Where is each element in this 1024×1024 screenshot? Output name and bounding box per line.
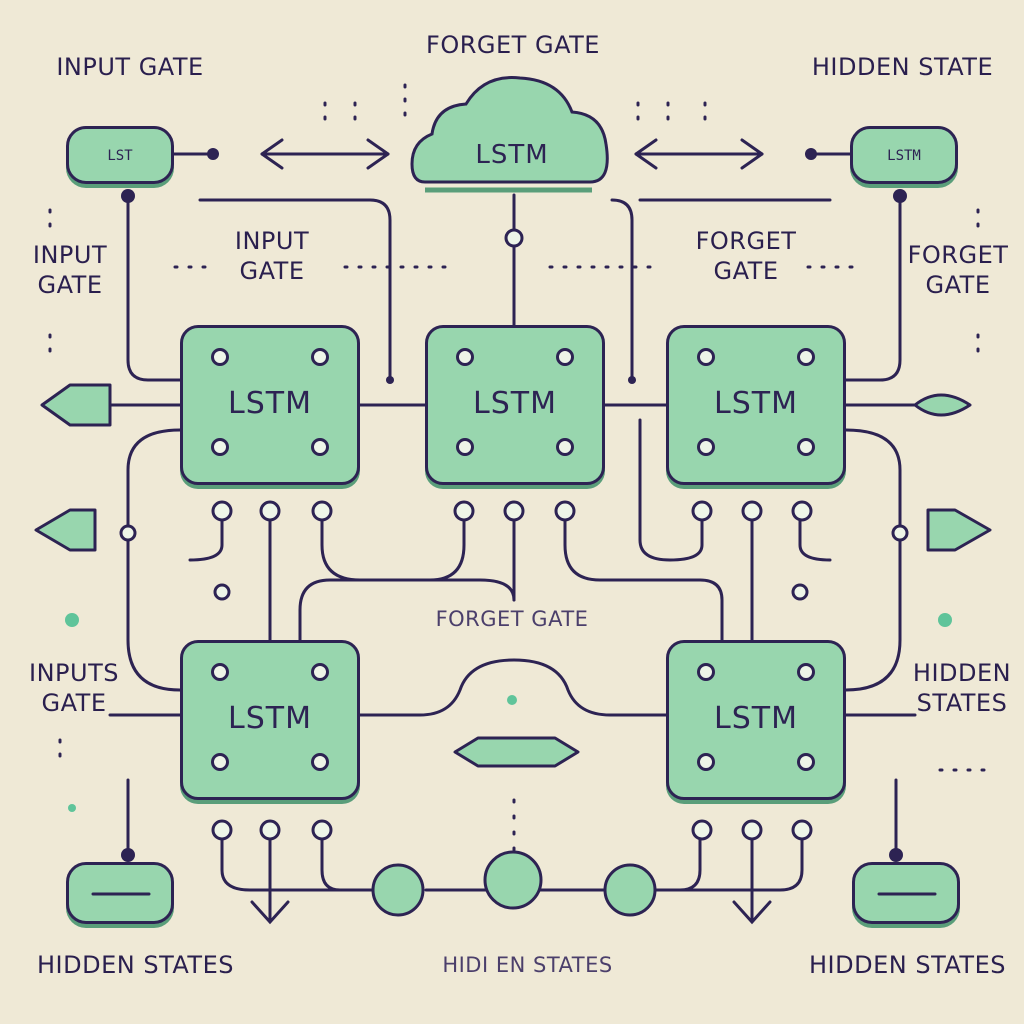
label-input-gate-inner: INPUT GATE — [234, 227, 310, 285]
port-icon — [311, 663, 329, 681]
port-icon — [556, 438, 574, 456]
port-icon — [697, 438, 715, 456]
lstm-cell-bottom-left: LSTM — [180, 640, 360, 800]
label-forget-gate-middle: FORGET GATE — [435, 607, 589, 631]
port-icon — [797, 438, 815, 456]
port-icon — [211, 663, 229, 681]
port-icon — [797, 663, 815, 681]
pill-top-left: LST — [66, 126, 174, 184]
lstm-cell-label: LSTM — [714, 701, 798, 736]
port-icon — [311, 348, 329, 366]
label-inputs-gate-left: INPUTS GATE — [29, 659, 119, 717]
label-forget-gate-top: FORGET GATE — [426, 31, 600, 59]
port-icon — [556, 348, 574, 366]
port-icon — [697, 753, 715, 771]
cloud-shape — [410, 76, 609, 184]
label-forget-gate-inner: FORGET GATE — [695, 227, 797, 285]
lstm-cell-top-left: LSTM — [180, 325, 360, 485]
cloud-label: LSTM — [475, 140, 549, 170]
port-icon — [211, 438, 229, 456]
pill-top-right: LSTM — [850, 126, 958, 184]
label-hidden-states-right: HIDDEN STATES — [912, 659, 1012, 717]
lstm-cell-top-right: LSTM — [666, 325, 846, 485]
label-hidden-states-bottom-right: HIDDEN STATES — [809, 951, 1006, 979]
lstm-cell-bottom-right: LSTM — [666, 640, 846, 800]
lstm-cell-label: LSTM — [228, 701, 312, 736]
port-icon — [456, 438, 474, 456]
port-icon — [311, 753, 329, 771]
port-icon — [456, 348, 474, 366]
port-icon — [797, 348, 815, 366]
pill-bottom-right — [852, 862, 960, 924]
dash-icon — [877, 892, 937, 896]
port-icon — [311, 438, 329, 456]
label-input-gate-left: INPUT GATE — [32, 241, 108, 299]
lstm-cell-label: LSTM — [228, 386, 312, 421]
lstm-cell-top-center: LSTM — [425, 325, 605, 485]
lstm-cell-label: LSTM — [714, 386, 798, 421]
dash-icon — [91, 892, 151, 896]
label-input-gate-top: INPUT GATE — [56, 53, 204, 81]
pill-bottom-left — [66, 862, 174, 924]
port-icon — [697, 348, 715, 366]
label-hidden-states-bottom-center: HIDI EN STATES — [442, 953, 613, 977]
label-hidden-state-top: HIDDEN STATE — [811, 53, 994, 81]
label-forget-gate-right: FORGET GATE — [907, 241, 1009, 299]
port-icon — [211, 753, 229, 771]
port-icon — [697, 663, 715, 681]
lstm-cell-label: LSTM — [473, 386, 557, 421]
port-icon — [797, 753, 815, 771]
port-icon — [211, 348, 229, 366]
label-hidden-states-bottom-left: HIDDEN STATES — [37, 951, 234, 979]
